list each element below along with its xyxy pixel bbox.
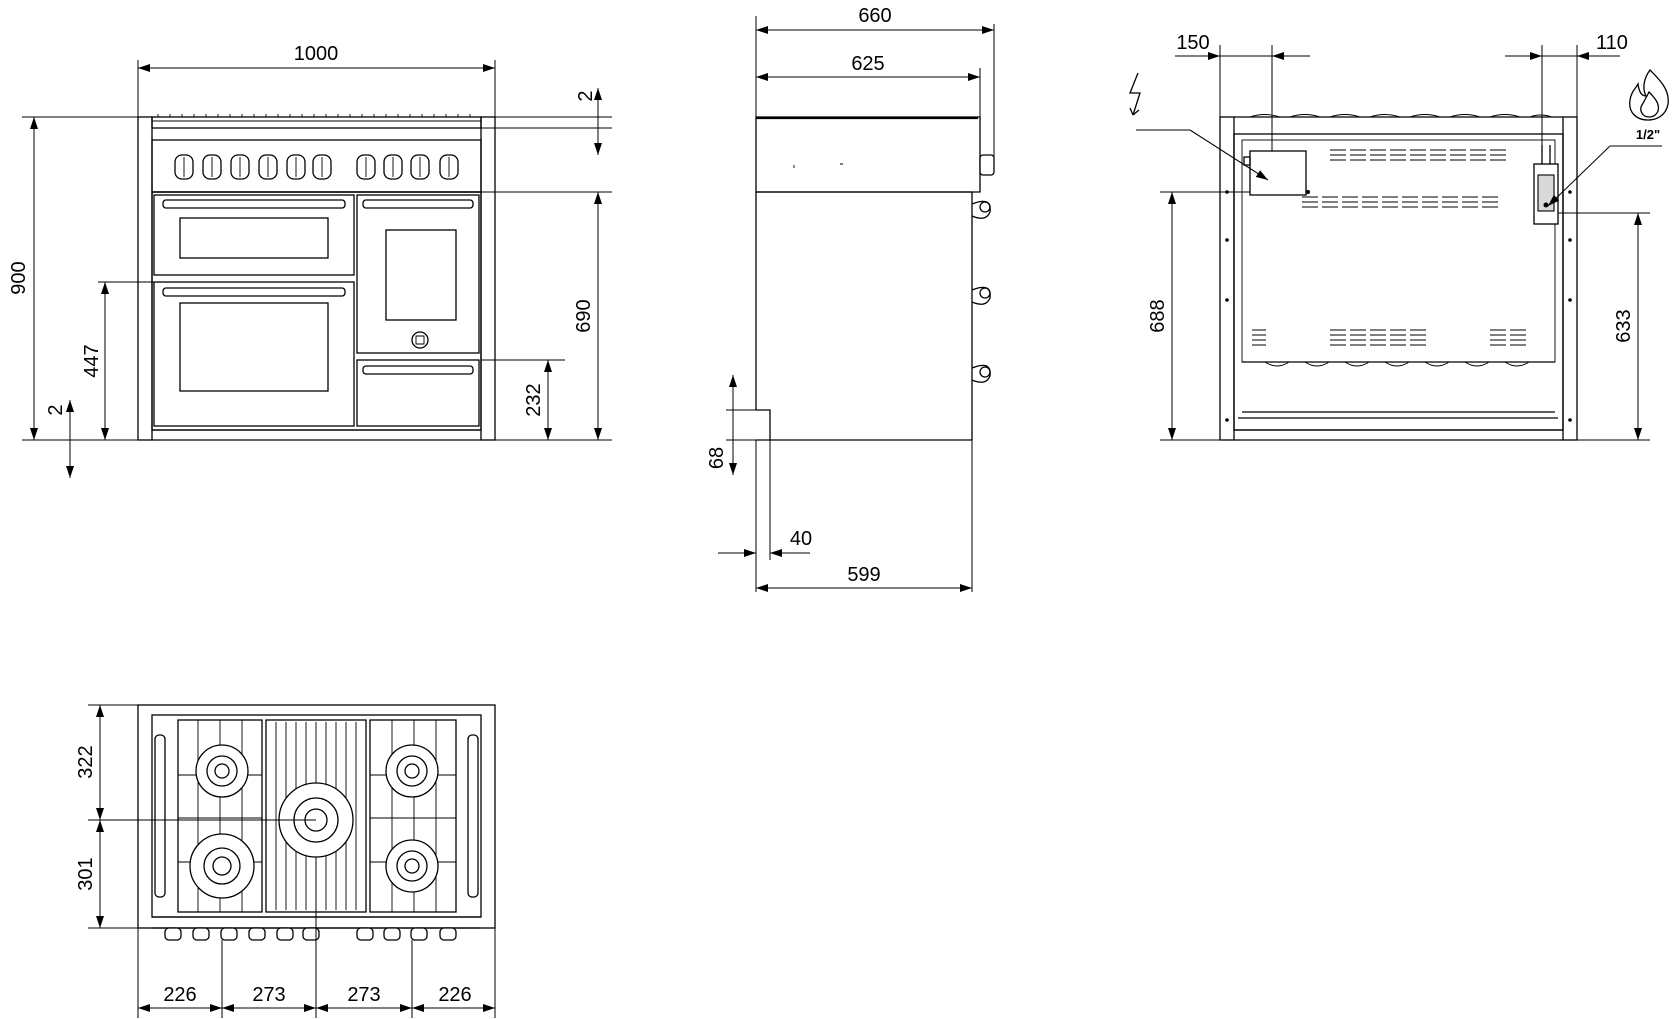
dim-front-width: 1000 <box>294 43 339 65</box>
dim-front-lower-oven: 447 <box>81 344 103 377</box>
dim-front-oven-height: 690 <box>573 299 595 332</box>
dim-side-total-depth: 660 <box>858 5 891 27</box>
rear-vent-slots <box>1252 149 1526 346</box>
flame-icon <box>1629 69 1669 121</box>
dim-front-top-gap: 2 <box>575 90 597 101</box>
dim-top-width-2: 273 <box>252 984 285 1006</box>
side-view: 660 625 599 68 40 <box>706 5 995 592</box>
dim-front-drawer: 232 <box>523 383 545 416</box>
top-knobs <box>164 927 457 941</box>
dim-side-base-depth: 599 <box>847 564 880 586</box>
dim-front-height: 900 <box>8 261 30 294</box>
dim-top-back-depth: 322 <box>75 745 97 778</box>
top-burners <box>189 744 439 899</box>
front-knobs <box>174 154 459 180</box>
dim-rear-electric-height: 688 <box>1147 299 1169 332</box>
dim-side-body-depth: 625 <box>851 53 884 75</box>
dim-top-width-4: 226 <box>438 984 471 1006</box>
rear-view: 1/2" 150 110 688 633 <box>1129 32 1669 441</box>
lightning-icon <box>1129 72 1141 116</box>
dim-side-plinth-height: 68 <box>706 447 728 469</box>
dim-side-plinth-recess: 40 <box>790 528 812 550</box>
dim-top-front-depth: 301 <box>75 857 97 890</box>
front-grate-teeth <box>157 114 471 117</box>
dim-rear-gas-height: 633 <box>1613 309 1635 342</box>
top-view: 322 301 226 273 273 226 <box>75 704 496 1018</box>
dim-top-width-3: 273 <box>347 984 380 1006</box>
front-view: 1000 2 900 690 447 232 2 <box>8 43 612 478</box>
dim-front-foot: 2 <box>45 404 67 415</box>
gas-thread-label: 1/2" <box>1636 127 1660 142</box>
dim-rear-gas-offset: 110 <box>1596 32 1628 54</box>
dim-rear-electric-offset: 150 <box>1176 32 1209 54</box>
dim-top-width-1: 226 <box>163 984 196 1006</box>
